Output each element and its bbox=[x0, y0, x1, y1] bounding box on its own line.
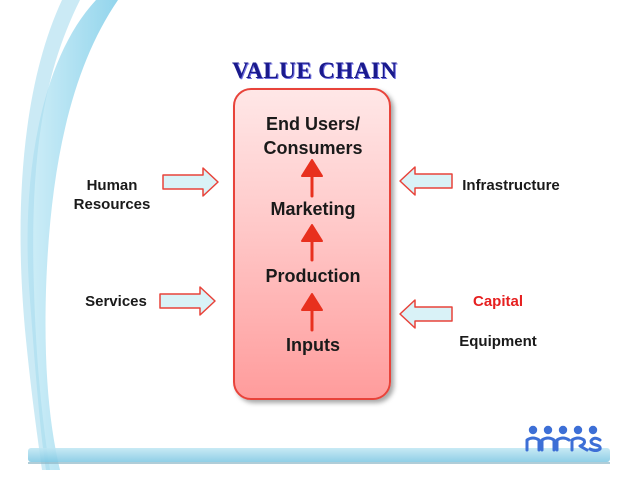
left-swoosh-2 bbox=[20, 0, 80, 470]
stage-production: Production bbox=[265, 266, 361, 286]
label-services: Services bbox=[85, 293, 147, 310]
diagram-title: VALUE CHAIN bbox=[232, 58, 398, 83]
label-resources: Resources bbox=[73, 196, 151, 213]
stage-end-users-line2: Consumers bbox=[263, 138, 363, 158]
stage-end-users: End Users/ Consumers bbox=[258, 112, 368, 160]
bottom-band-line bbox=[28, 462, 610, 464]
label-capital: Capital bbox=[472, 293, 523, 310]
bottom-band bbox=[28, 448, 610, 462]
label-equipment: Equipment bbox=[459, 333, 537, 350]
stage-end-users-line1: End Users/ bbox=[265, 114, 361, 134]
stage-marketing: Marketing bbox=[270, 199, 356, 219]
label-human-resources: Human Resources bbox=[68, 176, 156, 214]
stage-inputs: Inputs bbox=[286, 335, 340, 355]
left-swoosh bbox=[27, 0, 118, 470]
label-human: Human bbox=[86, 177, 138, 194]
label-infrastructure: Infrastructure bbox=[462, 177, 560, 194]
